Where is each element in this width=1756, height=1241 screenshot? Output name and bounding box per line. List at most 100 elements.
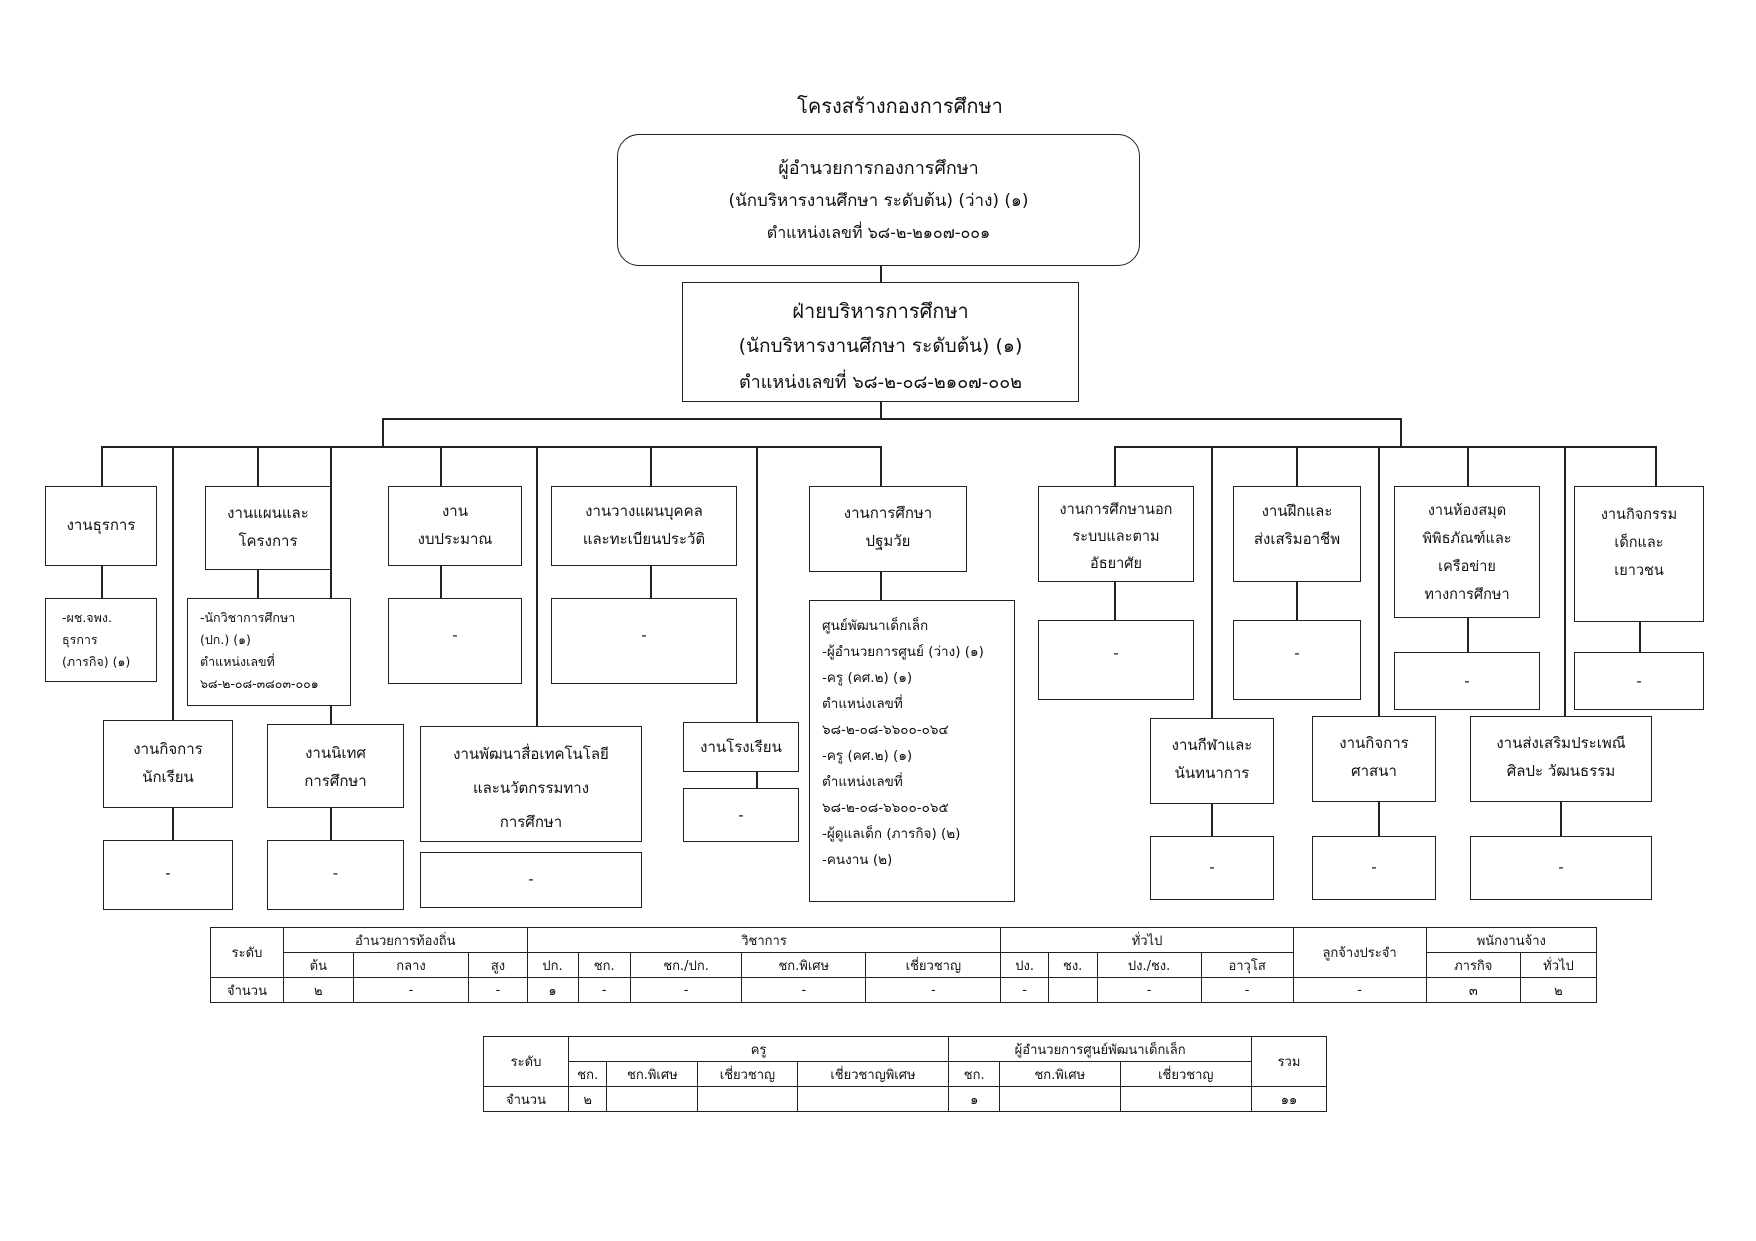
connector	[1467, 446, 1469, 486]
table-subheader: ชก.	[948, 1061, 1001, 1087]
table-cell: -	[865, 977, 1002, 1003]
connector	[257, 446, 259, 486]
staff-youth: -	[1574, 652, 1704, 710]
connector	[880, 266, 882, 282]
unit-culture: งานส่งเสริมประเพณี ศิลปะ วัฒนธรรม	[1470, 716, 1652, 802]
table-group: ครู	[567, 1036, 950, 1062]
table-cell	[697, 1086, 798, 1112]
unit-label: งานนิเทศ การศึกษา	[304, 744, 367, 790]
unit-label: งานวางแผนบุคคล และทะเบียนประวัติ	[582, 502, 706, 548]
table-row-label: จำนวน	[210, 977, 284, 1003]
staff-nonformal: -	[1038, 620, 1194, 700]
connector	[1114, 446, 1116, 486]
admin-box: ฝ่ายบริหารการศึกษา (นักบริหารงานศึกษา ระ…	[682, 282, 1079, 402]
table-subheader: เชี่ยวชาญ	[1119, 1061, 1253, 1087]
unit-personnel: งานวางแผนบุคคล และทะเบียนประวัติ	[551, 486, 737, 566]
unit-library: งานห้องสมุด พิพิธภัณฑ์และ เครือข่าย ทางก…	[1394, 486, 1540, 618]
table-group: พนักงานจ้าง	[1425, 927, 1598, 953]
page-title: โครงสร้างกองการศึกษา	[797, 94, 1003, 118]
connector	[650, 446, 652, 486]
staff-table-1: ระดับ อำนวยการท้องถิ่น วิชาการ ทั่วไป ลู…	[210, 927, 1598, 1003]
connector	[880, 402, 882, 418]
table-cell	[999, 1086, 1121, 1112]
table-subheader: ปง./ชง.	[1096, 952, 1202, 978]
connector	[1400, 418, 1402, 446]
connector	[382, 418, 1400, 420]
connector	[1378, 446, 1380, 716]
connector	[756, 772, 758, 788]
table-cell: ๒	[1519, 977, 1598, 1003]
table-cell: ๑๑	[1251, 1086, 1327, 1112]
unit-label: งานกิจการ นักเรียน	[133, 740, 203, 786]
unit-label: งานพัฒนาสื่อเทคโนโลยี และนวัตกรรมทาง การ…	[453, 745, 609, 831]
unit-label: งานฝึกและ ส่งเสริมอาชีพ	[1253, 502, 1341, 548]
connector	[440, 566, 442, 598]
admin-title: ฝ่ายบริหารการศึกษา	[792, 299, 969, 323]
table-subheader: ปง.	[1000, 952, 1049, 978]
staff-text: -นักวิชาการศึกษา (ปก.) (๑) ตำแหน่งเลขที่…	[200, 610, 319, 691]
table-subheader: ชก.	[577, 952, 631, 978]
staff-personnel: -	[551, 598, 737, 684]
unit-sport: งานกีฬาและ นันทนาการ	[1150, 718, 1274, 804]
admin-subtitle: (นักบริหารงานศึกษา ระดับต้น) (๑)	[738, 335, 1023, 357]
connector	[1564, 446, 1566, 716]
connector	[1560, 802, 1562, 836]
connector	[756, 446, 758, 722]
table-subheader: ต้น	[283, 952, 354, 978]
table-subheader: ปก.	[526, 952, 579, 978]
connector	[880, 446, 882, 486]
table-cell: ๑	[526, 977, 579, 1003]
unit-general: งานธุรการ	[45, 486, 157, 566]
table-cell: -	[1000, 977, 1049, 1003]
unit-student: งานกิจการ นักเรียน	[103, 720, 233, 808]
staff-plan: -นักวิชาการศึกษา (ปก.) (๑) ตำแหน่งเลขที่…	[187, 598, 351, 706]
table-cell: -	[577, 977, 631, 1003]
connector	[650, 566, 652, 598]
connector	[1467, 618, 1469, 652]
connector	[440, 446, 442, 486]
table-subheader: กลาง	[352, 952, 470, 978]
connector	[101, 566, 103, 598]
connector	[172, 446, 174, 720]
table-cell: ๑	[948, 1086, 1001, 1112]
table-group: ทั่วไป	[1000, 927, 1294, 953]
table-subheader: ชก.พิเศษ	[606, 1061, 699, 1087]
table-cell: -	[741, 977, 867, 1003]
staff-vocation: -	[1233, 620, 1361, 700]
table-cell	[1119, 1086, 1253, 1112]
table-cell: -	[1200, 977, 1294, 1003]
staff-text: -	[1464, 672, 1470, 690]
unit-label: งานส่งเสริมประเพณี ศิลปะ วัฒนธรรม	[1496, 734, 1626, 780]
unit-label: งานกิจการ ศาสนา	[1339, 734, 1409, 780]
table-cell: ๓	[1425, 977, 1521, 1003]
unit-religion: งานกิจการ ศาสนา	[1312, 716, 1436, 802]
director-title: ผู้อำนวยการกองการศึกษา	[778, 158, 979, 179]
unit-label: งาน งบประมาณ	[417, 502, 493, 548]
staff-text: -	[1294, 644, 1300, 662]
connector	[1378, 802, 1380, 836]
unit-label: งานกีฬาและ นันทนาการ	[1171, 736, 1253, 782]
table-cell: -	[352, 977, 470, 1003]
connector	[1211, 804, 1213, 836]
staff-text: -	[738, 806, 744, 824]
table-cell: -	[1292, 977, 1427, 1003]
director-position: ตำแหน่งเลขที่ ๖๘-๒-๒๑๐๗-๐๐๑	[766, 223, 991, 242]
table-group: ลูกจ้างประจำ	[1292, 927, 1427, 978]
staff-text: -	[1371, 858, 1377, 876]
staff-text: -	[332, 864, 339, 882]
staff-culture: -	[1470, 836, 1652, 900]
table-subheader: ภารกิจ	[1425, 952, 1521, 978]
staff-text: -	[1558, 858, 1564, 876]
staff-general: -ผช.จพง. ธุรการ (ภารกิจ) (๑)	[45, 598, 157, 682]
table-row-label: จำนวน	[483, 1086, 569, 1112]
staff-text: -	[165, 864, 171, 882]
director-box: ผู้อำนวยการกองการศึกษา (นักบริหารงานศึกษ…	[617, 134, 1140, 266]
staff-text: -	[528, 870, 534, 888]
table-subheader: สูง	[468, 952, 528, 978]
table-header-level: ระดับ	[483, 1036, 569, 1087]
table-cell: -	[468, 977, 528, 1003]
connector	[1639, 622, 1641, 652]
table-subheader: ชก.พิเศษ	[999, 1061, 1121, 1087]
unit-vocation: งานฝึกและ ส่งเสริมอาชีพ	[1233, 486, 1361, 582]
staff-media: -	[420, 852, 642, 908]
